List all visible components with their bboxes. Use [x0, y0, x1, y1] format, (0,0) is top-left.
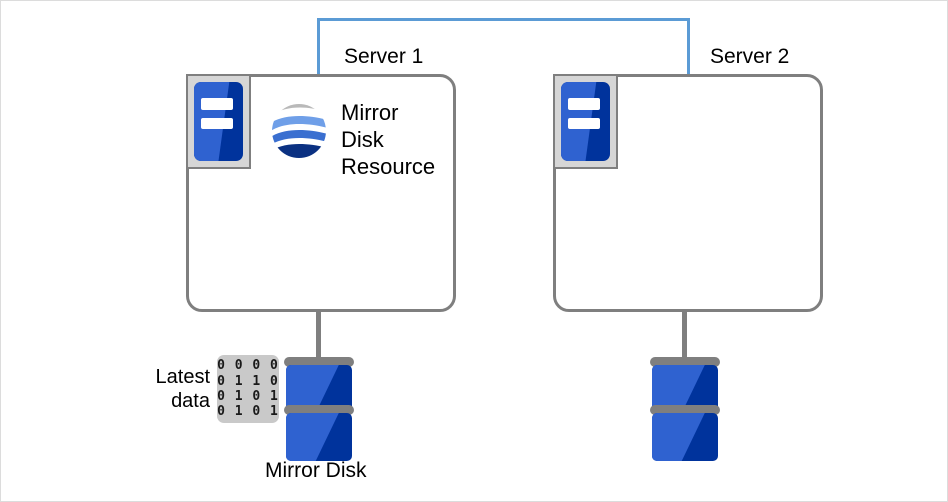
heartbeat-top-horizontal	[317, 18, 690, 21]
mirror-disk-resource-globe-icon	[269, 102, 329, 160]
resource-label-line-3: Resource	[341, 153, 436, 179]
mirror-disk-1	[284, 357, 354, 461]
resource-label-line-1: Mirror	[341, 100, 399, 125]
binary-row-4: 0 1 0 1	[217, 404, 279, 420]
binary-row-1: 0 0 0 0	[217, 358, 279, 374]
server-2-server-computer-icon	[553, 74, 618, 169]
disk-block-lower	[286, 413, 352, 461]
latest-data-caption-line-2: data	[171, 390, 210, 413]
disk-plate-top	[650, 357, 720, 367]
disk-plate-middle	[284, 405, 354, 415]
binary-row-2: 0 1 1 0	[217, 373, 279, 389]
heartbeat-right-vertical	[687, 18, 690, 77]
disk-plate-middle	[650, 405, 720, 415]
latest-data-caption-line-1: Latest	[155, 366, 210, 388]
server-2-title: Server 2	[710, 45, 790, 68]
binary-row-3: 0 1 0 1	[217, 389, 279, 404]
disk-plate-top	[284, 357, 354, 367]
disk-block-lower	[652, 413, 718, 461]
server-2-disk-connector	[682, 311, 687, 361]
mirror-disk-2	[650, 357, 720, 461]
mirror-disk-1-label: Mirror Disk	[265, 459, 367, 482]
server-1-disk-connector	[316, 311, 321, 361]
server-1-title: Server 1	[344, 45, 424, 68]
server-1-server-computer-icon	[186, 74, 251, 169]
resource-label-line-2: Disk	[341, 126, 384, 152]
latest-data-binary-chip: 0 0 0 0 0 1 1 0 0 1 0 1 0 1 0 1	[217, 355, 279, 423]
heartbeat-left-vertical	[317, 18, 320, 77]
